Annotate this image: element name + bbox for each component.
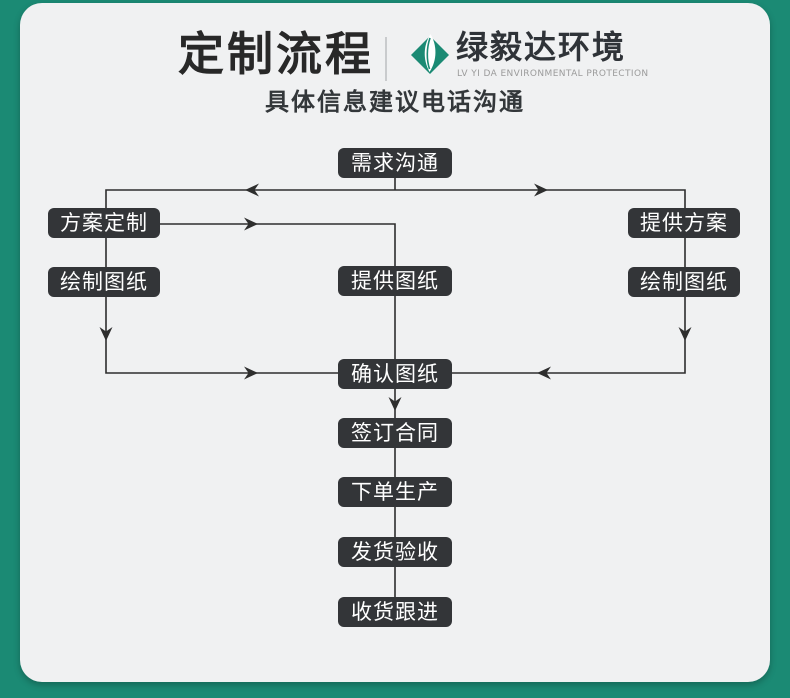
brand-name: 绿毅达环境 xyxy=(456,28,627,66)
flow-node-confirm: 确认图纸 xyxy=(338,359,452,389)
flow-node-provide-plan: 提供方案 xyxy=(628,208,740,238)
flow-node-follow: 收货跟进 xyxy=(338,597,452,627)
page-title: 定制流程 xyxy=(178,27,374,81)
flow-node-production: 下单生产 xyxy=(338,477,452,507)
arrowheads xyxy=(99,183,692,411)
brand-logo xyxy=(409,33,451,77)
brand-tagline: LV YI DA ENVIRONMENTAL PROTECTION xyxy=(457,69,649,79)
header-divider xyxy=(385,37,387,81)
flow-node-demand: 需求沟通 xyxy=(338,148,452,178)
page-subtitle: 具体信息建议电话沟通 xyxy=(265,88,525,116)
flow-node-plan-custom: 方案定制 xyxy=(48,208,160,238)
leaf-diamond-icon xyxy=(411,34,449,74)
flow-node-provide-draw: 提供图纸 xyxy=(338,266,452,296)
flow-node-draw-right: 绘制图纸 xyxy=(628,267,740,297)
flow-node-draw-left: 绘制图纸 xyxy=(48,267,160,297)
flow-node-ship: 发货验收 xyxy=(338,537,452,567)
flow-node-contract: 签订合同 xyxy=(338,418,452,448)
